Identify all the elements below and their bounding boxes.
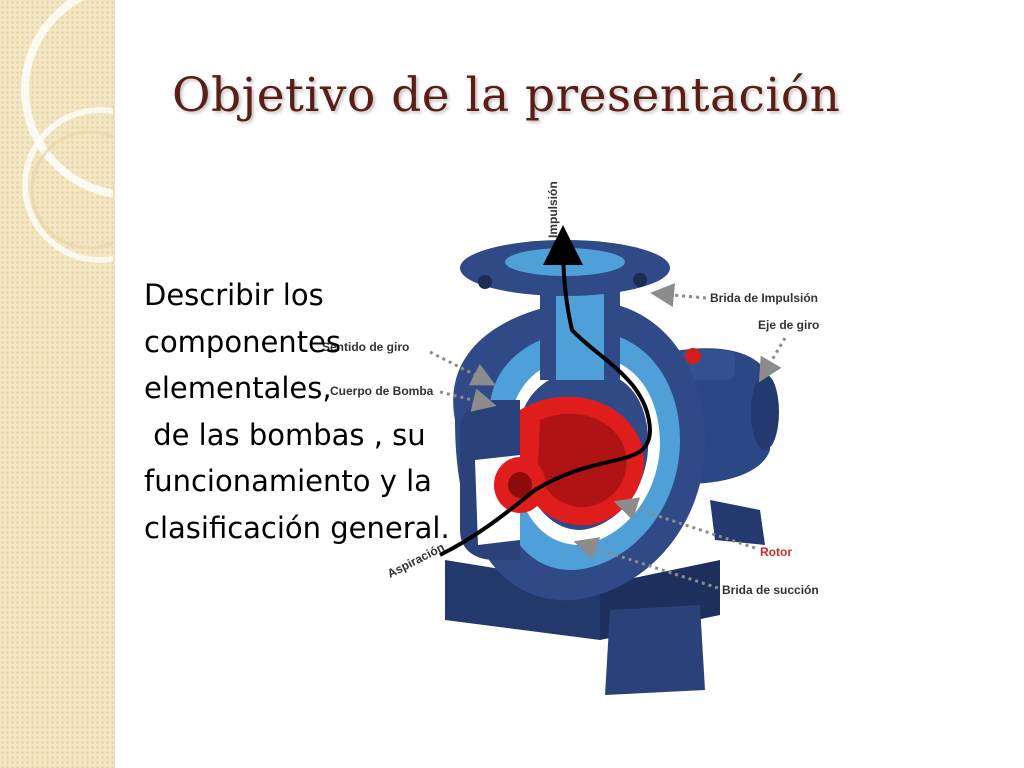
label-sentido-giro: Sentido de giro [322, 340, 409, 354]
slide-title: Objetivo de la presentación [172, 68, 841, 123]
label-eje-giro: Eje de giro [758, 318, 819, 332]
body-line: Describir los [144, 278, 324, 312]
side-strip-edge [113, 0, 115, 768]
body-line: de las bombas , su [144, 417, 426, 452]
decorative-rings [21, 0, 113, 263]
body-line: elementales, [144, 371, 332, 405]
callout-lines [429, 283, 787, 590]
slide-body-text: Describir los componentes elementales, d… [144, 272, 474, 551]
centrifugal-pump-image: Impulsión Brida de Impulsión Eje de giro… [322, 181, 819, 695]
label-rotor: Rotor [760, 545, 792, 559]
body-line: clasificación general. [144, 510, 450, 545]
label-brida-succion: Brida de succión [722, 583, 819, 597]
body-line: componentes [144, 324, 342, 359]
decorative-side-strip [0, 0, 113, 768]
flow-arrow [439, 225, 653, 557]
label-brida-impulsion: Brida de Impulsión [710, 291, 818, 305]
label-cuerpo-bomba: Cuerpo de Bomba [330, 384, 434, 398]
rotor [494, 396, 644, 526]
label-impulsion: Impulsión [546, 181, 560, 238]
body-line: funcionamiento y la [144, 464, 432, 498]
